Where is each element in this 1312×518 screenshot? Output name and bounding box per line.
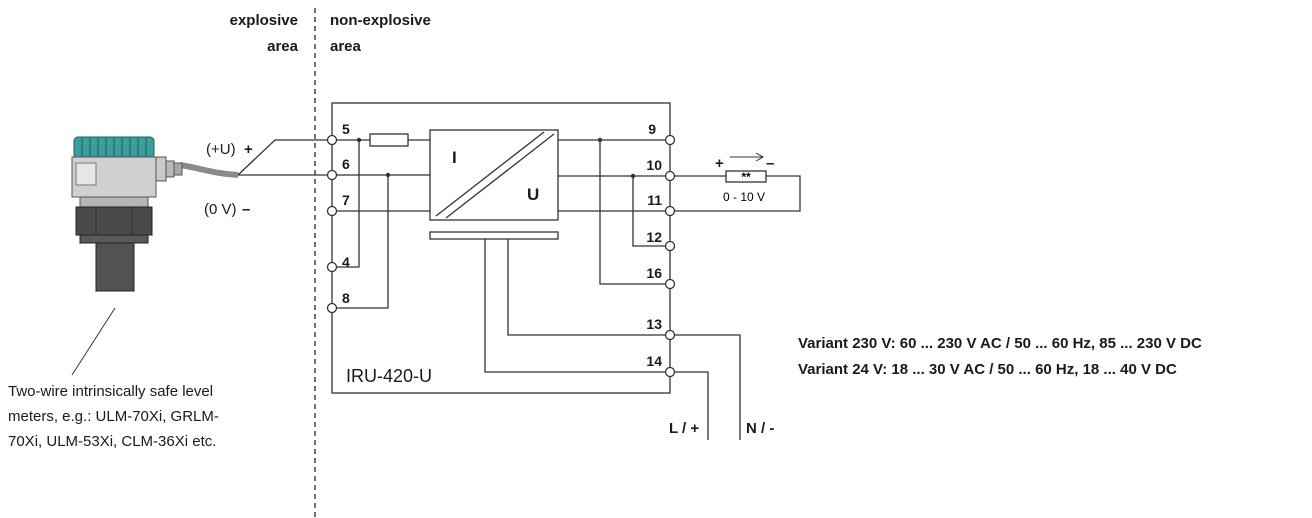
- sensor-minus-sign: –: [242, 201, 250, 218]
- sensor-note-line-1: Two-wire intrinsically safe level: [8, 383, 213, 400]
- svg-text:12: 12: [646, 229, 662, 245]
- note-leader: [71, 307, 116, 376]
- device-name: IRU-420-U: [346, 366, 432, 386]
- svg-text:13: 13: [646, 316, 662, 332]
- supply-neutral-label: N / -: [746, 420, 774, 437]
- output-minus-sign: –: [766, 155, 774, 172]
- converter-output-label: U: [527, 185, 539, 204]
- level-sensor-illustration: [71, 136, 239, 376]
- sensor-transducer: [95, 242, 135, 292]
- svg-text:14: 14: [646, 353, 662, 369]
- svg-text:8: 8: [342, 290, 350, 306]
- terminal-11[interactable]: 11: [647, 192, 676, 217]
- sensor-minus-label: (0 V): [204, 201, 237, 218]
- explosive-area-label: explosive: [230, 12, 298, 29]
- output-range-label: 0 - 10 V: [723, 190, 765, 204]
- svg-text:7: 7: [342, 192, 350, 208]
- terminal-16[interactable]: 16: [646, 265, 676, 290]
- terminal-8[interactable]: 8: [326, 290, 351, 314]
- input-resistor: [369, 133, 409, 147]
- terminal-7[interactable]: 7: [326, 192, 351, 217]
- svg-text:16: 16: [646, 265, 662, 281]
- sensor-nut: [75, 206, 153, 236]
- terminal-14[interactable]: 14: [646, 353, 676, 378]
- terminal-10[interactable]: 10: [646, 157, 676, 182]
- terminal-4[interactable]: 4: [326, 254, 351, 273]
- nonexplosive-area-label-2: area: [330, 38, 362, 55]
- converter-input-label: I: [452, 148, 457, 167]
- svg-text:6: 6: [342, 156, 350, 172]
- sensor-note-line-3: 70Xi, ULM-53Xi, CLM-36Xi etc.: [8, 433, 216, 450]
- sensor-cable: [179, 162, 239, 178]
- output-load: [725, 170, 767, 183]
- sensor-plus-label: (+U): [206, 141, 236, 158]
- terminal-6[interactable]: 6: [326, 156, 351, 181]
- terminal-9[interactable]: 9: [648, 121, 676, 146]
- svg-text:5: 5: [342, 121, 350, 137]
- terminal-12[interactable]: 12: [646, 229, 676, 252]
- sensor-plus-sign: +: [244, 141, 253, 158]
- wire-sensor-plus: [237, 139, 332, 176]
- sensor-note-line-2: meters, e.g.: ULM-70Xi, GRLM-: [8, 408, 219, 425]
- svg-text:9: 9: [648, 121, 656, 137]
- output-load-label: **: [741, 170, 751, 184]
- output-plus-sign: +: [715, 155, 724, 172]
- supply-variant-24v: Variant 24 V: 18 ... 30 V AC / 50 ... 60…: [798, 361, 1177, 378]
- power-supply-bar: [429, 231, 559, 240]
- nonexplosive-area-label: non-explosive: [330, 12, 431, 29]
- explosive-area-label-2: area: [267, 38, 299, 55]
- supply-variant-230v: Variant 230 V: 60 ... 230 V AC / 50 ... …: [798, 335, 1202, 352]
- svg-text:10: 10: [646, 157, 662, 173]
- terminal-5[interactable]: 5: [326, 121, 351, 146]
- svg-text:4: 4: [342, 254, 350, 270]
- supply-live-label: L / +: [669, 420, 699, 437]
- svg-text:11: 11: [647, 192, 662, 208]
